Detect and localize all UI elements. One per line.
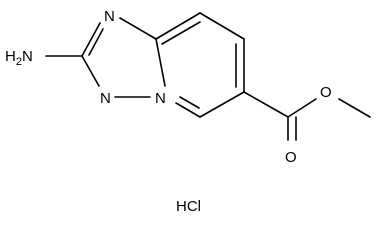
- bond-ester-o-methyl: [338, 98, 371, 118]
- ring-n-lower-left-label: N: [100, 90, 111, 107]
- bond-c2-n3: [81, 55, 100, 87]
- ring-n-upper-label: N: [104, 8, 115, 25]
- bond-c6-c5: [199, 91, 245, 118]
- bond-n4-c8a: [155, 38, 166, 87]
- bonds: [45, 12, 371, 141]
- bond-c2-n1: [81, 22, 101, 57]
- bond-c5-n4: [175, 102, 201, 118]
- salt-label: HCl: [176, 198, 201, 215]
- bond-n1-c8a: [119, 17, 157, 40]
- bond-carbonyl-ester-o: [287, 98, 317, 118]
- bond-c8a-c8: [155, 12, 201, 40]
- bond-c2-n1-inner: [88, 28, 104, 56]
- amine-label: H2N: [5, 48, 33, 68]
- atom-labels: H2N N N N O O: [5, 8, 332, 166]
- ester-o-label: O: [320, 84, 332, 101]
- chemical-structure-diagram: H2N N N N O O HCl: [5, 8, 371, 215]
- ring-n-bridge-label: N: [155, 90, 166, 107]
- bond-c8-c7: [199, 12, 245, 40]
- bond-c5-n4-inner: [179, 96, 200, 109]
- carbonyl-o-label: O: [285, 149, 297, 166]
- bond-c6-carbonyl: [243, 91, 289, 118]
- bond-c8a-c8-inner: [161, 21, 201, 45]
